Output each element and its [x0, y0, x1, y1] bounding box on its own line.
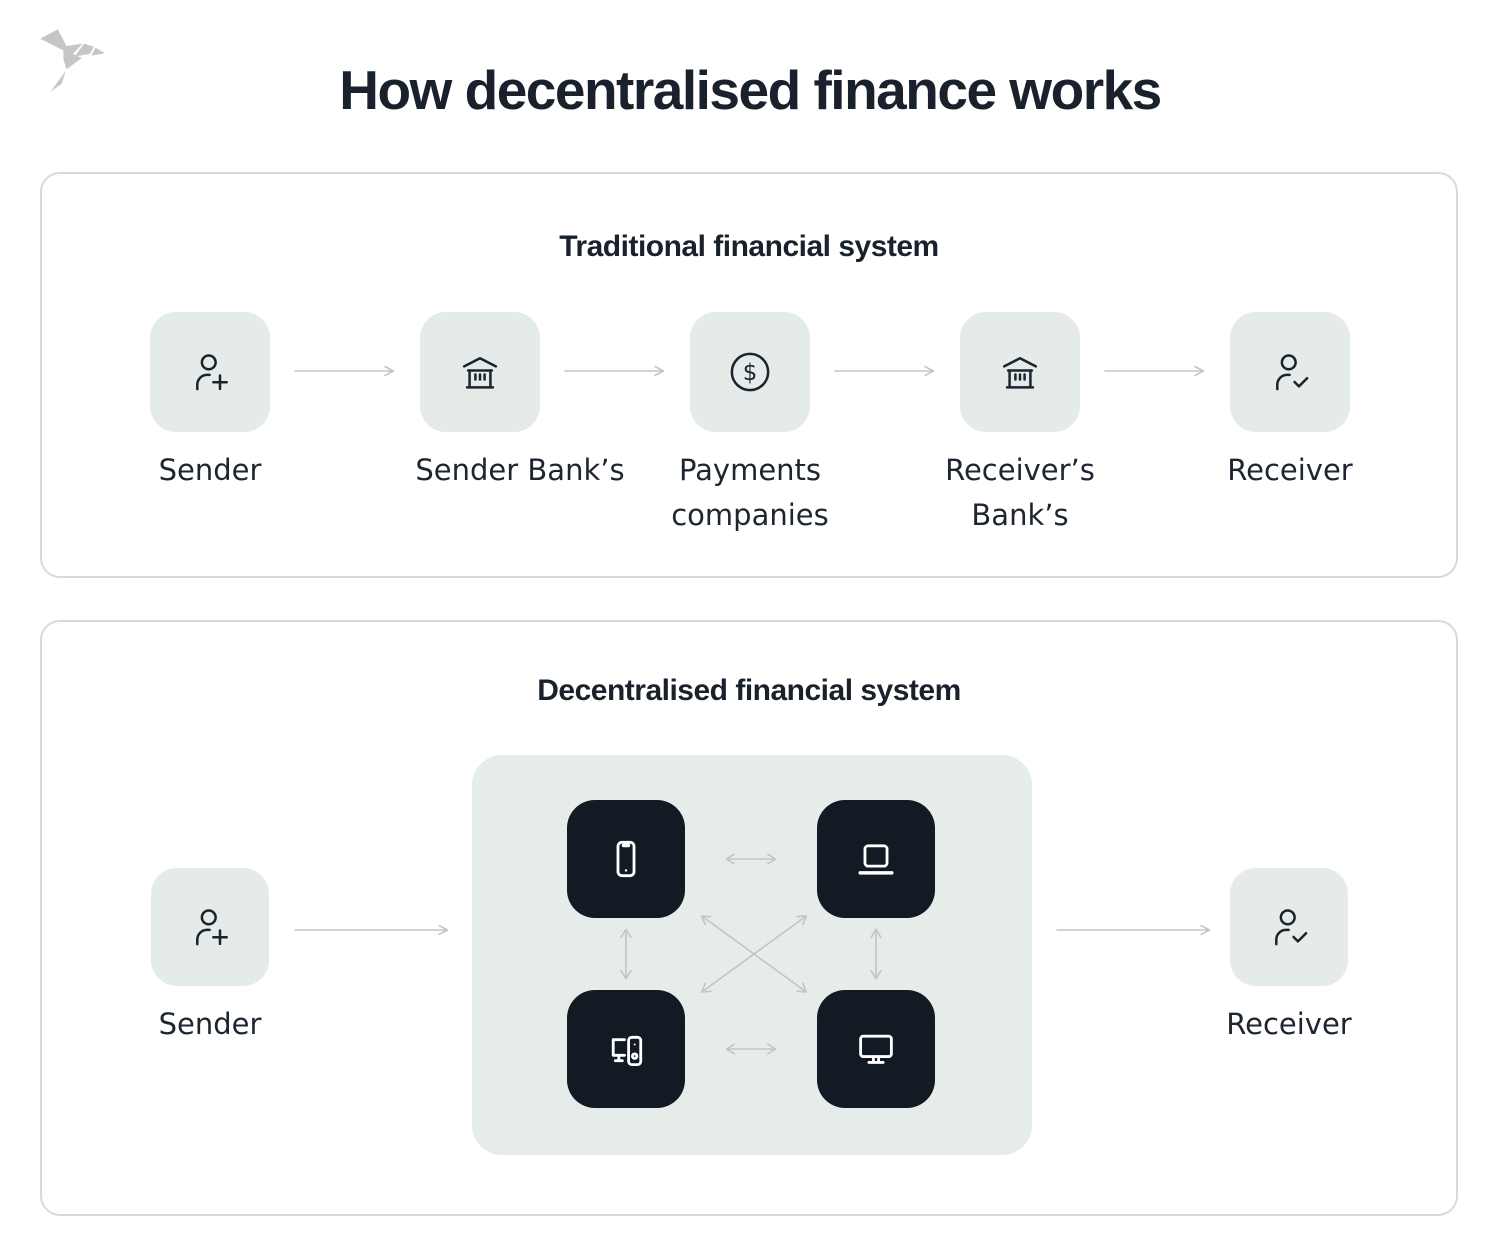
smartphone-icon	[616, 840, 636, 878]
traditional-system-title: Traditional financial system	[559, 230, 939, 263]
sender-tile	[151, 868, 269, 986]
network-node-laptop	[817, 800, 935, 918]
bank-icon	[1002, 357, 1038, 389]
flow-arrow-icon	[834, 364, 936, 378]
sender-label: Sender	[158, 1007, 262, 1041]
receiver-tile	[1230, 312, 1350, 432]
user-check-icon	[1275, 909, 1308, 946]
decentralised-system-title: Decentralised financial system	[537, 674, 961, 707]
bank-icon	[462, 357, 498, 389]
network-node-desktop-pc	[567, 990, 685, 1108]
dollar-circle-icon: $	[730, 352, 770, 392]
flow-arrow-icon	[1104, 364, 1206, 378]
double-arrow-icon	[868, 927, 884, 981]
monitor-icon	[859, 1034, 893, 1064]
flow-arrow-icon	[1056, 923, 1212, 937]
sender-bank-tile	[420, 312, 540, 432]
user-check-icon	[1276, 354, 1309, 391]
sender-bank-label: Sender Bank’s	[415, 453, 625, 487]
sender-tile	[150, 312, 270, 432]
double-arrow-icon	[724, 851, 778, 867]
origami-bird-logo	[32, 22, 114, 94]
blockchain-network-box	[472, 755, 1032, 1155]
payments-companies-tile: $	[690, 312, 810, 432]
network-node-monitor	[817, 990, 935, 1108]
svg-text:$: $	[743, 360, 758, 386]
sender-label: Sender	[158, 453, 262, 487]
double-arrow-icon	[695, 908, 813, 1000]
desktop-pc-icon	[611, 1035, 643, 1067]
flow-arrow-icon	[564, 364, 666, 378]
laptop-icon	[858, 844, 894, 875]
receiver-tile	[1230, 868, 1348, 986]
payments-companies-label: Payments companies	[671, 453, 829, 532]
traditional-system-panel: Traditional financial system Sender Send…	[40, 172, 1458, 578]
flow-arrow-icon	[294, 364, 396, 378]
user-plus-icon	[196, 354, 228, 391]
receiver-label: Receiver	[1227, 453, 1353, 487]
network-node-smartphone	[567, 800, 685, 918]
double-arrow-icon	[618, 927, 634, 981]
page-title: How decentralised finance works	[339, 59, 1162, 121]
user-plus-icon	[196, 909, 228, 946]
receiver-label: Receiver	[1226, 1007, 1352, 1041]
receiver-bank-tile	[960, 312, 1080, 432]
double-arrow-icon	[724, 1041, 778, 1057]
decentralised-system-panel: Decentralised financial system Sender	[40, 620, 1458, 1216]
flow-arrow-icon	[294, 923, 450, 937]
receiver-bank-label: Receiver’s Bank’s	[945, 453, 1095, 532]
